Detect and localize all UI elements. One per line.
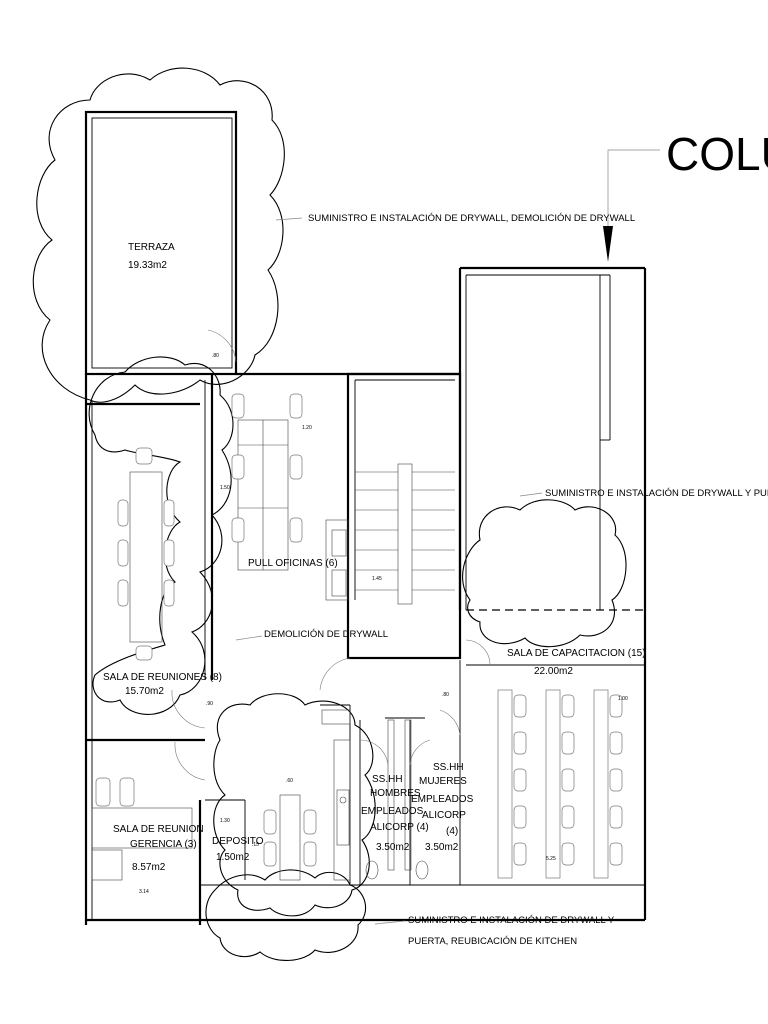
sshh-hombres-area: 3.50m2 [376,842,410,853]
dim-145: 1.45 [372,576,382,582]
sshh-mujeres-1: SS.HH [433,762,464,773]
furniture-pull-oficinas [231,393,349,601]
walls [84,110,647,925]
cloud-deposito [205,869,367,962]
cloud-capacitacion [462,499,627,648]
gerencia-name-1: SALA DE REUNION [113,824,204,835]
pull-oficinas-name: PULL OFICINAS (6) [248,558,338,569]
sshh-mujeres-2: MUJERES [419,776,467,787]
dim-80-b: .80 [442,692,449,698]
sshh-mujeres-5: (4) [446,826,458,837]
dim-100: 1.00 [618,696,628,702]
gerencia-area: 8.57m2 [132,862,166,873]
sshh-hombres-2: HOMBRES [370,788,421,799]
furniture-kitchen [263,709,351,881]
terraza-area: 19.33m2 [128,260,167,271]
dim-15: .15 [252,842,259,848]
sshh-hombres-4: ALICORP (4) [370,822,429,833]
dim-525: 5.25 [546,856,556,862]
furniture-gerencia [91,777,193,881]
note-drywall-demolicion: SUMINISTRO E INSTALACIÓN DE DRYWALL, DEM… [308,213,635,224]
dim-314: 3.14 [139,889,149,895]
sshh-mujeres-area: 3.50m2 [425,842,459,853]
sshh-hombres-1: SS.HH [372,774,403,785]
dim-80-a: .80 [212,353,219,359]
revision-clouds [32,67,627,962]
leader-lines [235,217,543,925]
furniture-sshh [365,719,429,880]
sala-reuniones-area: 15.70m2 [125,686,164,697]
sshh-hombres-3: EMPLEADOS [361,806,424,817]
deposito-name: DEPOSITO [212,836,264,847]
north-arrow-icon [603,149,660,262]
dim-150: 1.50 [220,485,230,491]
furniture-sala-reuniones [117,447,175,661]
stairs [355,463,455,605]
sshh-mujeres-3: EMPLEADOS [411,794,474,805]
cloud-sala-reuniones [88,356,234,715]
cloud-terraza [32,67,285,403]
dim-120: 1.20 [302,425,312,431]
door-swings [171,329,491,781]
sala-reuniones-name: SALA DE REUNIONES (8) [103,672,222,683]
note-kitchen-1: SUMINISTRO E INSTALACIÓN DE DRYWALL Y [408,915,615,926]
note-kitchen-2: PUERTA, REUBICACIÓN DE KITCHEN [408,936,577,947]
cloud-kitchen [213,693,376,917]
furniture-capacitacion [497,689,623,879]
dim-90: .90 [206,701,213,707]
deposito-area: 1.50m2 [216,852,250,863]
title-fragment: COLU [666,128,768,180]
note-demolicion: DEMOLICIÓN DE DRYWALL [264,629,388,640]
gerencia-name-2: GERENCIA (3) [130,839,197,850]
note-drywall-puerta: SUMINISTRO E INSTALACIÓN DE DRYWALL Y PU… [545,488,768,499]
sshh-mujeres-4: ALICORP [422,810,466,821]
dim-130: 1.30 [220,818,230,824]
dim-60: .60 [286,778,293,784]
sala-capacitacion-area: 22.00m2 [534,666,573,677]
sala-capacitacion-name: SALA DE CAPACITACION (15) [507,648,646,659]
terraza-name: TERRAZA [128,242,175,253]
